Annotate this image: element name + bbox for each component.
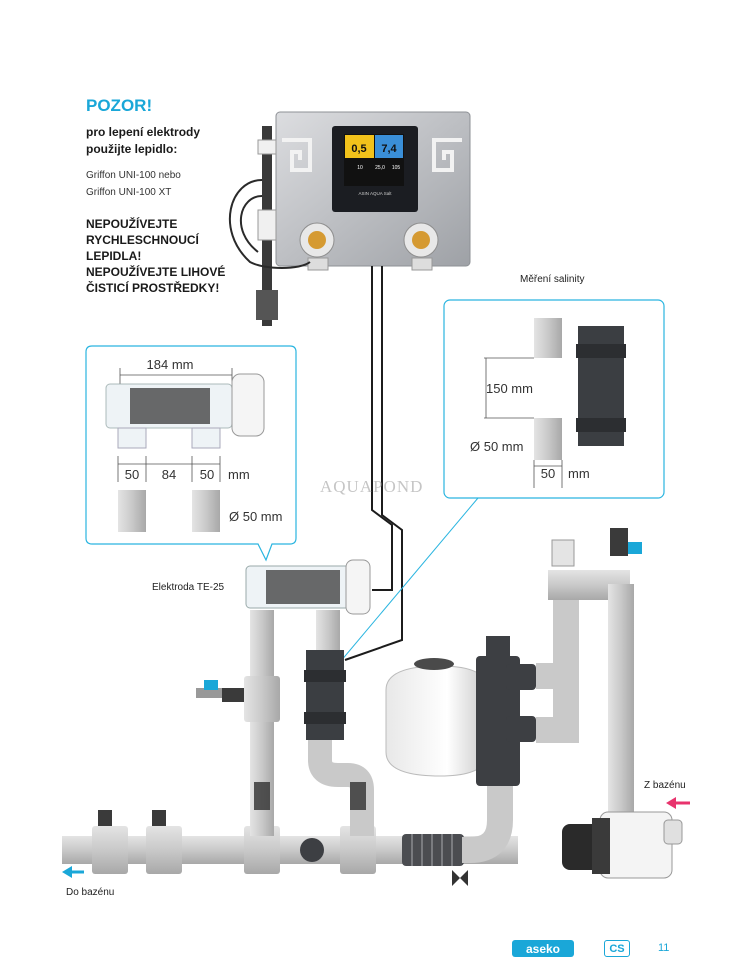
to-pool-label: Do bazénu bbox=[66, 887, 115, 898]
salinity-title: Měření salinity bbox=[520, 274, 584, 285]
display-row-c: 105 bbox=[392, 165, 401, 171]
display-row-b: 25,0 bbox=[375, 165, 385, 171]
electrode-total-length: 184 mm bbox=[147, 357, 194, 372]
warning-caution: NEPOUŽÍVEJTE RYCHLESCHNOUCÍ LEPIDLA! NEP… bbox=[86, 217, 226, 295]
salinity-diameter: Ø 50 mm bbox=[470, 439, 523, 454]
page-number: 11 bbox=[658, 942, 670, 954]
warning-subtitle: pro lepení elektrody použijte lepidlo: bbox=[86, 125, 201, 156]
controller-unit: 0,5 7,4 10 25,0 105 ASIN AQUA Salt bbox=[275, 111, 471, 271]
main-pipe bbox=[62, 810, 518, 886]
electrode-dim-right: 50 bbox=[200, 467, 214, 482]
electrode-branch bbox=[196, 610, 374, 836]
circulation-pump bbox=[562, 811, 683, 879]
electrode-dim-mid: 84 bbox=[162, 467, 176, 482]
salinity-detail-callout: Měření salinity 150 mm Ø 50 mm 50 mm bbox=[334, 274, 665, 669]
display-value-left: 0,5 bbox=[351, 143, 366, 155]
electrode-te25 bbox=[245, 559, 371, 615]
controller-brand: ASIN AQUA Salt bbox=[358, 191, 392, 196]
display-chlorine-panel bbox=[345, 135, 374, 158]
display-ph-panel bbox=[375, 135, 403, 158]
display-row-a: 10 bbox=[357, 165, 363, 171]
electrode-diameter: Ø 50 mm bbox=[229, 509, 282, 524]
electrode-detail-callout: 184 mm 50 84 50 mm Ø 50 mm bbox=[85, 345, 297, 562]
salinity-height: 150 mm bbox=[486, 381, 533, 396]
probe-assembly bbox=[228, 126, 311, 326]
electrode-label: Elektroda TE-25 bbox=[152, 582, 225, 593]
electrode-dim-left: 50 bbox=[125, 467, 139, 482]
display-value-right: 7,4 bbox=[381, 143, 397, 155]
watermark: AQUAPOND bbox=[320, 477, 424, 496]
electrode-dim-unit: mm bbox=[228, 467, 250, 482]
glue-option-2: Griffon UNI-100 XT bbox=[86, 187, 172, 198]
language-badge: CS bbox=[604, 940, 630, 957]
return-line bbox=[536, 528, 642, 814]
brand-logo: aseko bbox=[512, 940, 574, 957]
from-pool-label: Z bazénu bbox=[644, 780, 686, 791]
filter-tank bbox=[385, 636, 536, 863]
glue-option-1: Griffon UNI-100 nebo bbox=[86, 170, 181, 181]
salinity-width: 50 bbox=[541, 466, 555, 481]
arrow-from-pool bbox=[666, 797, 690, 809]
warning-title: POZOR! bbox=[86, 96, 153, 115]
arrow-to-pool bbox=[62, 866, 84, 878]
salinity-unit: mm bbox=[568, 466, 590, 481]
